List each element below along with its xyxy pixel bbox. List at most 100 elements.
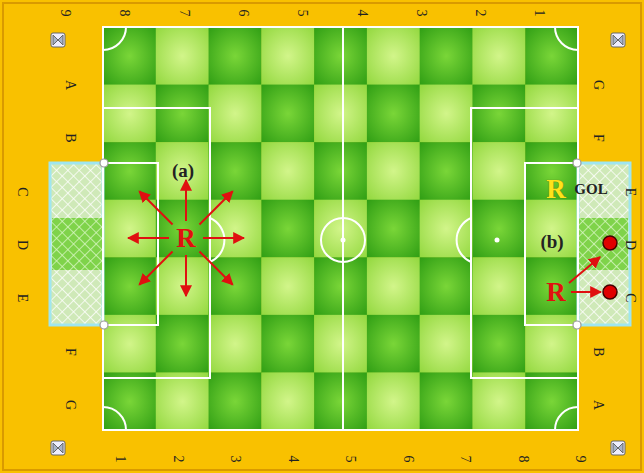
move-arrow: [185, 180, 187, 221]
row-letter: G: [63, 400, 77, 410]
column-number: 1: [532, 10, 546, 17]
corner-icon: [51, 33, 65, 47]
move-arrow: [139, 191, 172, 224]
move-arrow: [128, 237, 169, 239]
column-number: 5: [295, 10, 309, 17]
column-number: 4: [286, 456, 300, 463]
corner-icon: [611, 441, 625, 455]
pitch-square: [314, 85, 367, 143]
pitch-square: [209, 315, 262, 373]
pitch-square: [525, 315, 578, 373]
pitch-square: [472, 257, 525, 315]
column-number: 2: [171, 456, 185, 463]
pitch-square: [103, 372, 156, 430]
pitch-square: [367, 200, 420, 258]
pitch-square: [103, 142, 156, 200]
pitch-square: [367, 85, 420, 143]
pitch-square: [525, 85, 578, 143]
column-number: 8: [516, 456, 530, 463]
move-arrow: [185, 255, 187, 296]
pitch-square: [156, 200, 209, 258]
row-letter: C: [623, 294, 637, 303]
column-number: 1: [113, 456, 127, 463]
column-number: 9: [573, 456, 587, 463]
pitch-square: [525, 257, 578, 315]
move-arrow: [569, 257, 600, 283]
corner-icon: [611, 33, 625, 47]
row-letter: A: [63, 80, 77, 90]
column-number: 4: [355, 10, 369, 17]
pitch-square: [525, 200, 578, 258]
pitch-square: [314, 142, 367, 200]
pitch-square: [472, 372, 525, 430]
column-number: 8: [117, 10, 131, 17]
pitch-square: [209, 257, 262, 315]
column-number: 7: [458, 456, 472, 463]
pitch-square: [103, 85, 156, 143]
case-label: (a): [172, 161, 194, 180]
robot-piece: R: [176, 225, 196, 252]
pitch-square: [367, 315, 420, 373]
pitch-square: [472, 315, 525, 373]
column-number: 3: [414, 10, 428, 17]
row-letter: B: [591, 347, 605, 356]
pitch-square: [420, 85, 473, 143]
pitch-square: [156, 27, 209, 85]
move-arrow: [199, 191, 232, 224]
column-number: 2: [473, 10, 487, 17]
pitch-square: [261, 142, 314, 200]
column-number: 6: [401, 456, 415, 463]
move-arrow: [199, 251, 232, 284]
row-letter: D: [15, 240, 29, 250]
pitch-square: [156, 372, 209, 430]
row-letter: G: [591, 80, 605, 90]
pitch-square: [420, 315, 473, 373]
pitch-square: [420, 257, 473, 315]
pitch-square: [156, 85, 209, 143]
pitch-square: [156, 257, 209, 315]
column-number: 5: [343, 456, 357, 463]
column-number: 9: [58, 10, 72, 17]
pitch-square: [314, 315, 367, 373]
pitch-square: [103, 200, 156, 258]
robot-piece: R: [546, 279, 566, 306]
pitch-square: [472, 85, 525, 143]
pitch-square: [209, 142, 262, 200]
column-number: 7: [177, 10, 191, 17]
row-letter: E: [15, 294, 29, 303]
pitch-square: [209, 372, 262, 430]
pitch-square: [261, 257, 314, 315]
pitch-square: [209, 85, 262, 143]
row-letter: F: [63, 348, 77, 356]
robot-piece: R: [546, 176, 566, 203]
pitch-square: [103, 257, 156, 315]
row-letter: E: [623, 187, 637, 196]
pitch-square: [261, 200, 314, 258]
case-label: (b): [540, 232, 563, 251]
pitch-square: [420, 200, 473, 258]
goal-label: GOL: [574, 182, 607, 197]
pitch-square: [261, 27, 314, 85]
pitch-square: [420, 142, 473, 200]
pitch-square: [261, 315, 314, 373]
pitch-square: [103, 27, 156, 85]
move-arrow: [203, 237, 244, 239]
row-letter: C: [15, 187, 29, 196]
row-letter: F: [591, 134, 605, 142]
pitch-square: [472, 200, 525, 258]
pitch-square: [209, 27, 262, 85]
pitch-square: [420, 372, 473, 430]
pitch-square: [314, 257, 367, 315]
pitch-square: [420, 27, 473, 85]
move-arrow: [139, 251, 172, 284]
pitch-square: [525, 372, 578, 430]
pitch-square: [367, 257, 420, 315]
pitch-square: [261, 372, 314, 430]
pitch-square: [472, 27, 525, 85]
column-number: 3: [228, 456, 242, 463]
row-letter: B: [63, 134, 77, 143]
pitch-square: [314, 27, 367, 85]
pitch-square: [367, 372, 420, 430]
column-number: 6: [236, 10, 250, 17]
